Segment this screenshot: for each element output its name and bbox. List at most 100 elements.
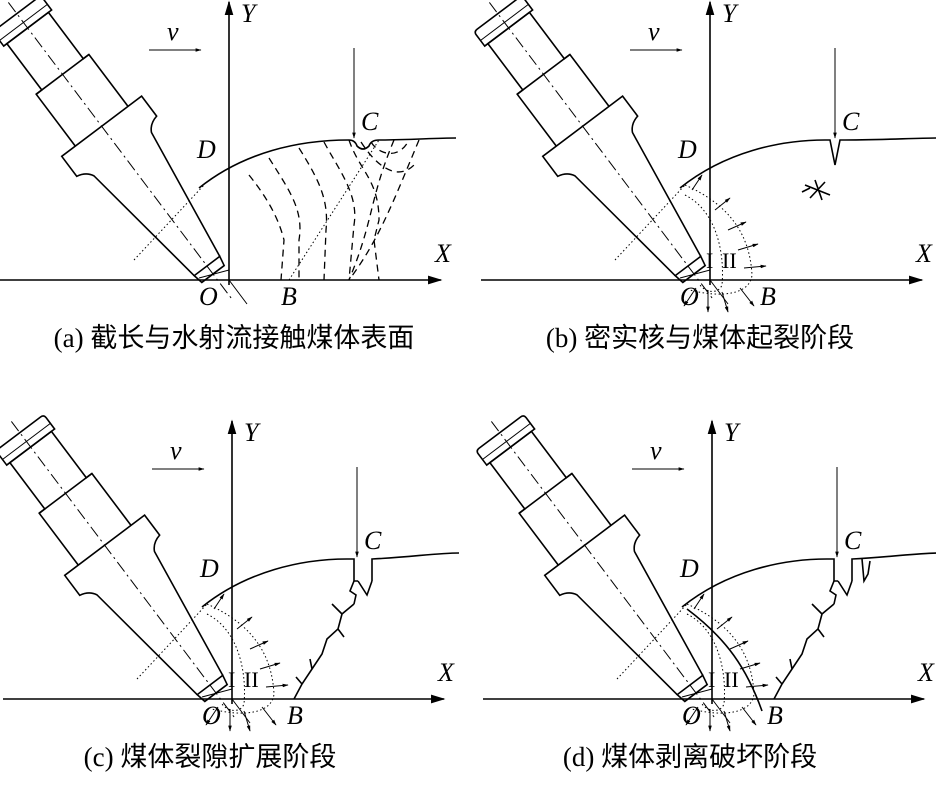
point-c-label: C [361, 107, 379, 136]
stress-arrow [691, 174, 703, 191]
stress-arrow [265, 683, 289, 688]
cutting-pick [0, 390, 275, 748]
point-b-label: B [760, 282, 776, 311]
stress-contour [348, 139, 380, 281]
reference-line [616, 603, 688, 680]
reference-line-bc [288, 139, 380, 281]
stress-arrow [259, 662, 281, 670]
jet-line [201, 688, 251, 724]
stress-arrow [683, 287, 697, 307]
coal-surface [679, 137, 936, 189]
y-axis-label: Y [241, 0, 258, 28]
stress-arrow [743, 264, 767, 269]
reference-line [133, 184, 205, 261]
initial-crack [801, 179, 831, 201]
stress-arrow [236, 616, 253, 630]
x-axis-label: X [917, 658, 935, 687]
y-axis-label: Y [722, 0, 739, 28]
point-d-label: D [679, 554, 699, 583]
stress-contour [360, 141, 415, 173]
stress-contour [268, 157, 301, 280]
cutting-pick [0, 0, 272, 329]
stress-arrow [213, 593, 225, 610]
secondary-crack [861, 558, 871, 584]
velocity-label: v [648, 17, 660, 46]
stress-arrow [739, 662, 761, 670]
stress-arrow [243, 710, 251, 732]
reference-line [614, 184, 686, 261]
point-b-label: B [287, 701, 303, 730]
point-d-label: D [196, 135, 216, 164]
zone-2-boundary [686, 603, 755, 714]
coal-surface [681, 552, 936, 608]
zone-2-label: II [244, 667, 259, 692]
stress-contour [370, 139, 410, 155]
point-c-label: C [844, 526, 862, 555]
point-c-label: C [842, 107, 860, 136]
x-axis-label: X [915, 239, 933, 268]
zone-2-label: II [722, 248, 737, 273]
stress-arrow [739, 287, 755, 307]
caption-a: (a) 截长与水射流接触煤体表面 [54, 323, 415, 353]
stress-arrow [723, 710, 731, 732]
stress-arrow [729, 640, 749, 650]
x-axis-label: X [434, 239, 452, 268]
zone-1-label: I [708, 667, 715, 692]
velocity-label: v [170, 436, 182, 465]
stress-arrow [745, 683, 769, 688]
jet-line [198, 269, 248, 305]
caption-c: (c) 煤体裂隙扩展阶段 [84, 742, 337, 772]
caption-d: (d) 煤体剥离破坏阶段 [563, 742, 817, 772]
y-axis-label: Y [244, 418, 261, 447]
cutting-pick [450, 390, 755, 748]
stress-contour [348, 139, 395, 281]
stress-contour [248, 174, 285, 281]
crack-propagation [773, 580, 853, 700]
stress-contour [298, 147, 328, 281]
stress-arrow [249, 640, 269, 650]
stress-arrow [737, 243, 759, 251]
x-axis-label: X [437, 658, 455, 687]
stress-arrow [205, 706, 219, 726]
stress-arrow [693, 593, 705, 610]
y-axis-label: Y [724, 418, 741, 447]
coal-surface [198, 137, 457, 189]
stress-arrow [741, 706, 757, 726]
stress-arrow [685, 706, 699, 726]
point-b-label: B [281, 282, 297, 311]
spalling-boundary [686, 608, 763, 712]
stress-contour [323, 141, 356, 281]
panel-a: X YvC D O B [0, 0, 457, 329]
crack-propagation [293, 580, 373, 700]
point-o-label: O [680, 282, 699, 311]
stress-arrow [716, 616, 733, 630]
stress-arrow [261, 706, 277, 726]
point-b-label: B [767, 701, 783, 730]
stress-contour [348, 139, 420, 281]
jet-line [679, 269, 729, 305]
stress-arrow [727, 221, 747, 231]
reference-line [136, 603, 208, 680]
point-o-label: O [202, 701, 221, 730]
zone-2-boundary [206, 603, 275, 714]
jet-line [681, 688, 731, 724]
caption-b: (b) 密实核与煤体起裂阶段 [546, 323, 854, 353]
point-d-label: D [677, 135, 697, 164]
velocity-label: v [167, 17, 179, 46]
velocity-label: v [650, 436, 662, 465]
zone-2-label: II [724, 667, 739, 692]
coal-surface [201, 552, 460, 608]
zone-2-boundary [684, 184, 753, 295]
point-o-label: O [682, 701, 701, 730]
zone-1-label: I [706, 248, 713, 273]
stress-arrow [714, 197, 731, 211]
point-d-label: D [199, 554, 219, 583]
cutting-pick [448, 0, 753, 329]
point-c-label: C [364, 526, 382, 555]
point-o-label: O [199, 282, 218, 311]
zone-1-label: I [228, 667, 235, 692]
